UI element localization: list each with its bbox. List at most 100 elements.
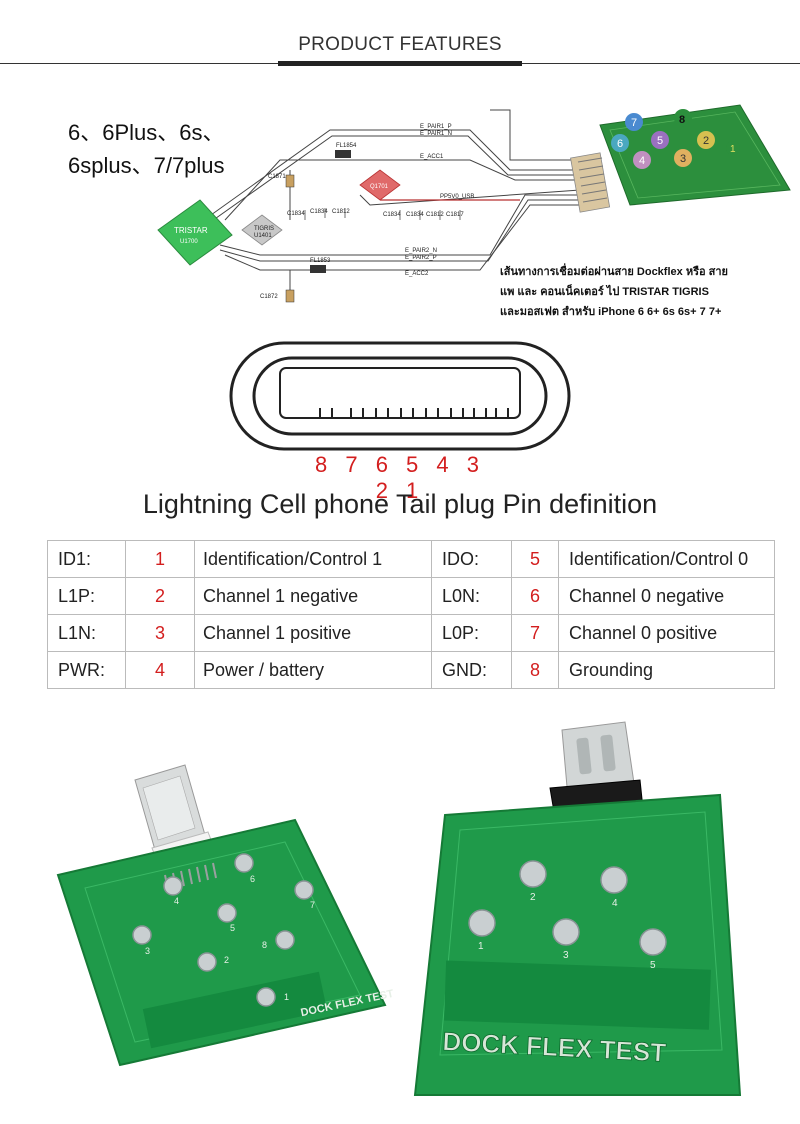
pin-number: 2 xyxy=(125,577,195,615)
pin-number: 6 xyxy=(511,577,559,615)
pin-number: 3 xyxy=(125,614,195,652)
left-pad-8 xyxy=(275,930,295,950)
models-line-2: 6splus、7/7plus xyxy=(68,153,225,178)
label-c1817: C1817 xyxy=(446,212,464,218)
table-row: ID1: 1 Identification/Control 1 IDO: 5 I… xyxy=(47,540,775,578)
header-title: PRODUCT FEATURES xyxy=(298,34,502,55)
left-pad-label-5: 5 xyxy=(230,923,235,933)
right-pad-label-4: 4 xyxy=(612,898,618,909)
right-pad-2 xyxy=(519,860,547,888)
table-row: PWR: 4 Power / battery GND: 8 Grounding xyxy=(47,651,775,689)
pad-7 xyxy=(625,113,643,131)
lightning-connector-outline xyxy=(229,341,571,451)
label-e-acc2: E_ACC2 xyxy=(405,271,429,277)
pin-number: 4 xyxy=(125,651,195,689)
label-c1834c: C1834 xyxy=(383,212,401,218)
right-pad-label-1: 1 xyxy=(478,941,484,952)
pad-5 xyxy=(651,131,669,149)
pad-num-6: 6 xyxy=(617,138,623,150)
pad-num-5: 5 xyxy=(657,135,663,147)
right-pad-label-5: 5 xyxy=(650,960,656,971)
thai-note: เส้นทางการเชื่อมต่อผ่านสาย Dockflex หรือ… xyxy=(500,262,768,322)
label-c1872: C1872 xyxy=(260,294,278,300)
lightning-test-board: 6 4 7 5 3 8 2 1 DOCK FLEX TEST xyxy=(56,764,395,1067)
section-title: Lightning Cell phone Tail plug Pin defin… xyxy=(142,489,658,519)
models-line-1: 6、6Plus、6s、 xyxy=(68,120,225,145)
pad-8 xyxy=(674,109,692,127)
pin-code: L0P: xyxy=(431,614,512,652)
thai-note-line-1: เส้นทางการเชื่อมต่อผ่านสาย Dockflex หรือ… xyxy=(500,266,728,278)
q1701-component: Q1701 xyxy=(359,169,401,201)
pin-code: L0N: xyxy=(431,577,512,615)
left-pad-6 xyxy=(234,853,254,873)
label-e-pair2-n: E_PAIR2_N xyxy=(405,248,437,254)
wire-e-pair2-n xyxy=(219,194,580,256)
label-e-pair1-p: E_PAIR1_P xyxy=(420,124,452,130)
right-pad-5 xyxy=(639,928,667,956)
label-fl1854: FL1854 xyxy=(336,143,357,149)
left-pad-3 xyxy=(132,925,152,945)
pin-number: 5 xyxy=(511,540,559,578)
pad-num-8: 8 xyxy=(679,114,685,126)
schematic-pads: 7 8 6 5 2 4 3 1 xyxy=(611,109,740,169)
left-pad-label-1: 1 xyxy=(284,992,289,1002)
q1701-label: Q1701 xyxy=(370,184,389,190)
micro-usb-test-board: 2 4 1 3 5 DOCK FLEX TEST xyxy=(413,721,742,1096)
label-c1834b: C1834 xyxy=(310,209,328,215)
wire-top xyxy=(490,109,580,161)
tristar-chip: TRISTAR U1700 xyxy=(157,199,233,266)
label-e-pair2-p: E_PAIR2_P xyxy=(405,255,437,261)
header-underline xyxy=(278,61,522,66)
label-c1834d: C1834 xyxy=(406,212,424,218)
pin-code: L1N: xyxy=(47,614,126,652)
pin-description: Channel 0 negative xyxy=(558,577,775,615)
left-pad-1 xyxy=(256,987,276,1007)
pin-code: GND: xyxy=(431,651,512,689)
pin-description: Grounding xyxy=(558,651,775,689)
tigris-chip: TIGRIS U1401 xyxy=(241,214,283,246)
table-row: L1P: 2 Channel 1 negative L0N: 6 Channel… xyxy=(47,577,775,615)
c1872-component xyxy=(285,289,295,303)
label-c1834: C1834 xyxy=(287,211,305,217)
left-pad-5 xyxy=(217,903,237,923)
pin-code: L1P: xyxy=(47,577,126,615)
label-e-pair1-n: E_PAIR1_N xyxy=(420,131,452,137)
connector-pin-numbers: 8 7 6 5 4 3 2 1 xyxy=(315,452,485,503)
pin-description: Identification/Control 0 xyxy=(558,540,775,578)
wire-e-pair1-p xyxy=(189,129,580,231)
pin-code: IDO: xyxy=(431,540,512,578)
tristar-label: TRISTAR xyxy=(174,226,208,235)
table-row: L1N: 3 Channel 1 positive L0P: 7 Channel… xyxy=(47,614,775,652)
pad-3 xyxy=(674,149,692,167)
thai-note-line-2: แพ และ คอนเน็คเตอร์ ไป TRISTAR TIGRIS xyxy=(500,286,709,298)
pin-number: 1 xyxy=(125,540,195,578)
dock-flex-pcb xyxy=(599,104,791,206)
wire-e-pair1-n xyxy=(194,135,580,234)
tigris-label: TIGRIS xyxy=(254,226,274,232)
right-pad-3 xyxy=(552,918,580,946)
pin-number: 8 xyxy=(511,651,559,689)
pin-number: 7 xyxy=(511,614,559,652)
pin-description: Channel 1 positive xyxy=(194,614,432,652)
left-pad-7 xyxy=(294,880,314,900)
label-fl1853: FL1853 xyxy=(310,258,331,264)
right-label-area xyxy=(444,960,711,1030)
left-pad-label-2: 2 xyxy=(224,955,229,965)
right-pad-label-2: 2 xyxy=(530,892,536,903)
left-pad-label-6: 6 xyxy=(250,874,255,884)
left-pad-4 xyxy=(163,876,183,896)
tristar-id: U1700 xyxy=(180,239,198,245)
lightning-schematic: TRISTAR U1700 TIGRIS U1401 Q1701 E_PAIR1… xyxy=(157,104,791,303)
pad-6 xyxy=(611,134,629,152)
wire-e-pair2-p xyxy=(219,199,580,262)
pin-definition-table: ID1: 1 Identification/Control 1 IDO: 5 I… xyxy=(47,540,775,689)
pin-description: Identification/Control 1 xyxy=(194,540,432,578)
label-c1871: C1871 xyxy=(268,174,286,180)
right-pads xyxy=(468,860,667,956)
left-pad-label-8: 8 xyxy=(262,940,267,950)
wire-e-acc2 xyxy=(224,204,580,271)
label-pp5v0: PP5V0_USB xyxy=(440,194,474,200)
thai-note-line-3: และมอสเฟต สำหรับ iPhone 6 6+ 6s 6s+ 7 7+ xyxy=(500,306,722,318)
left-pad-2 xyxy=(197,952,217,972)
c1871-component xyxy=(285,174,295,188)
